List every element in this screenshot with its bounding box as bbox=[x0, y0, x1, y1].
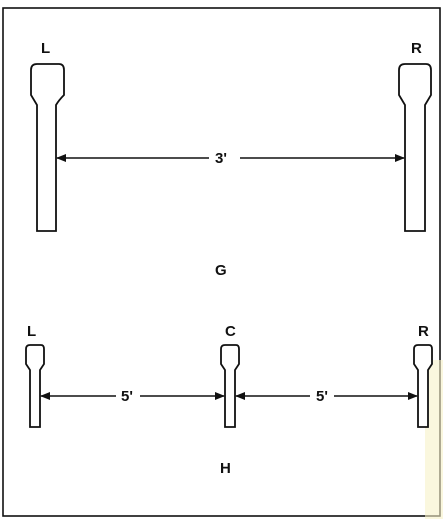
figure-g: L R 3' G bbox=[30, 40, 432, 279]
diagram-frame bbox=[2, 7, 441, 517]
figure-h-right-speaker-label: R bbox=[418, 323, 429, 340]
figure-g-left-speaker-icon bbox=[30, 63, 65, 232]
figure-h-caption: H bbox=[220, 460, 231, 477]
figure-h-right-distance-label: 5' bbox=[316, 388, 328, 405]
figure-h-center-speaker-label: C bbox=[225, 323, 236, 340]
figure-h-center-speaker-icon bbox=[220, 344, 240, 428]
figure-h-right-speaker-icon bbox=[413, 344, 433, 428]
figure-g-caption: G bbox=[215, 262, 227, 279]
figure-h: L C R 5' 5' H bbox=[25, 323, 433, 477]
figure-h-left-speaker-icon bbox=[25, 344, 45, 428]
figure-h-left-distance-label: 5' bbox=[121, 388, 133, 405]
figure-g-left-speaker-label: L bbox=[41, 40, 50, 57]
paper-edge-tint bbox=[425, 360, 443, 519]
figure-g-distance-label: 3' bbox=[215, 150, 227, 167]
figure-g-right-speaker-label: R bbox=[411, 40, 422, 57]
figure-g-right-speaker-icon bbox=[398, 63, 432, 232]
figure-h-left-speaker-label: L bbox=[27, 323, 36, 340]
